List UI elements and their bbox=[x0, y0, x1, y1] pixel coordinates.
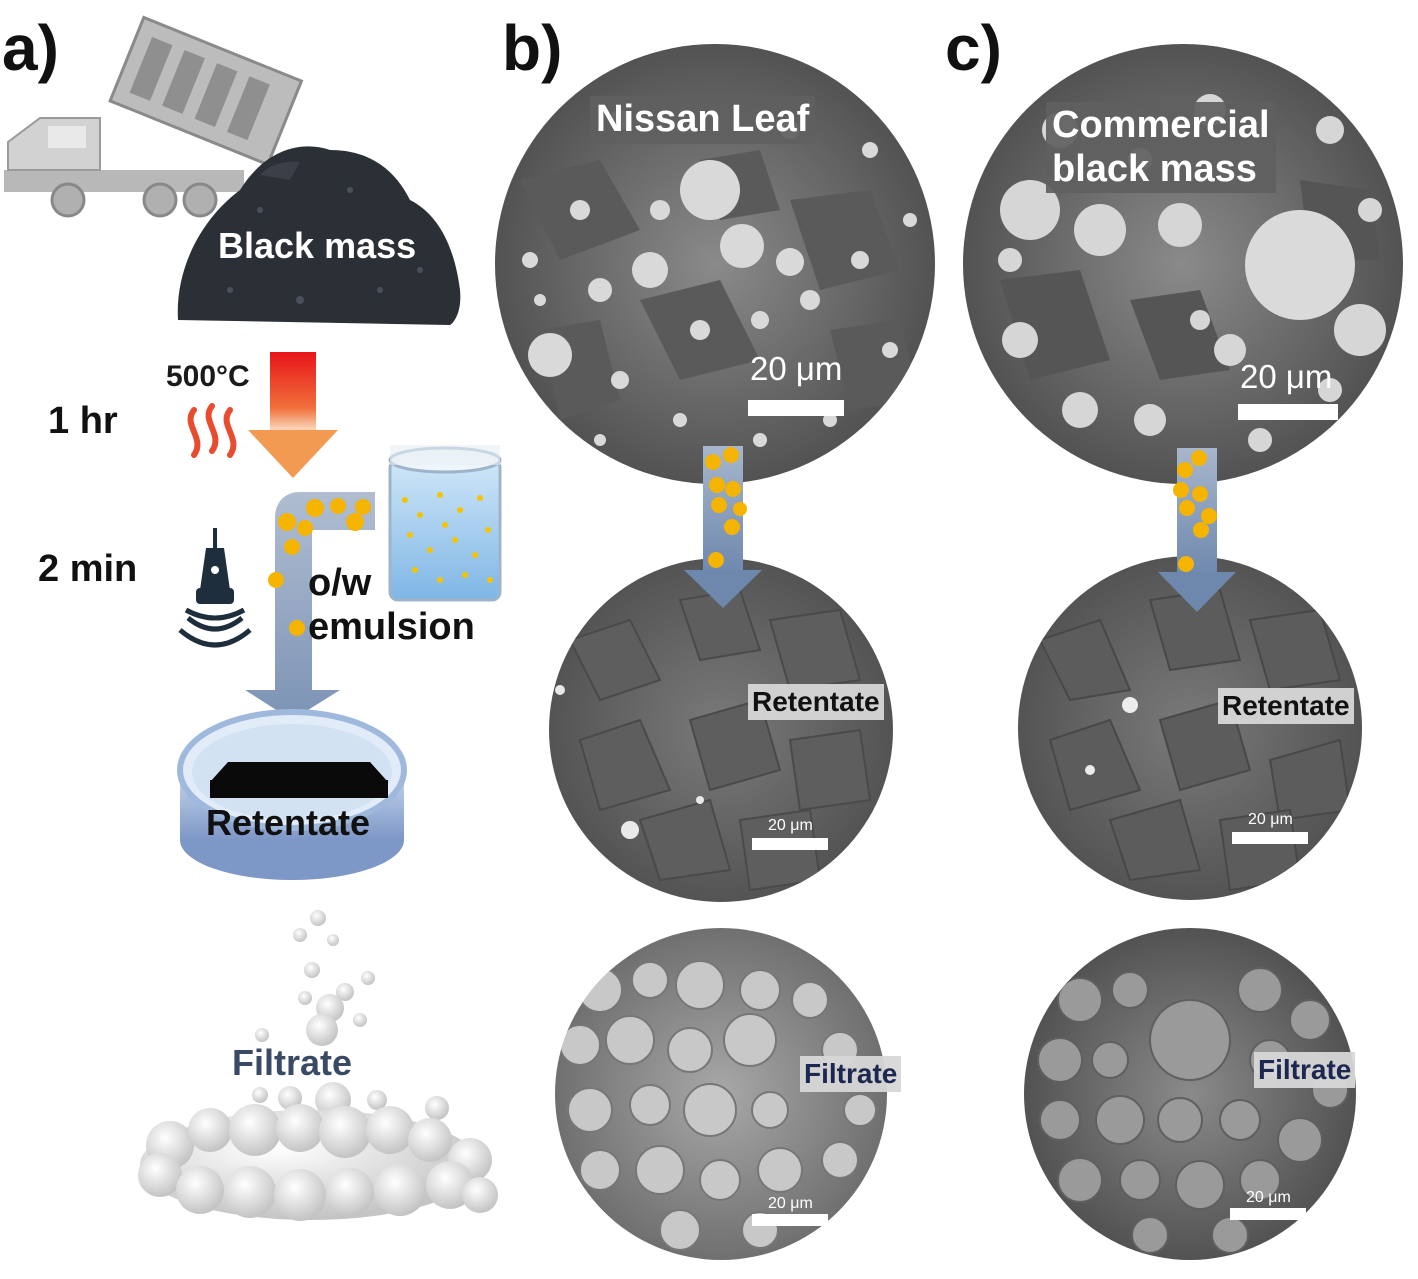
flow-arrow-c bbox=[1158, 448, 1236, 612]
dump-truck-icon bbox=[4, 15, 304, 218]
black-mass-pile bbox=[177, 146, 461, 325]
panel-label-b: b) bbox=[502, 12, 563, 84]
scalebar-c-mid bbox=[1232, 832, 1308, 844]
sem-title-commercial-line1: Commercial bbox=[1052, 104, 1270, 146]
emulsion-label-line1: o/w bbox=[308, 562, 372, 604]
panel-label-a: a) bbox=[2, 12, 59, 84]
temperature-label: 500°C bbox=[166, 360, 250, 393]
heating-arrow bbox=[248, 352, 338, 478]
sem-image-commercial-filtrate bbox=[1024, 928, 1356, 1260]
emulsion-droplets bbox=[268, 498, 371, 636]
panel-label-c: c) bbox=[945, 12, 1002, 84]
sem-title-commercial-black-mass: Commercial black mass bbox=[1046, 102, 1276, 194]
scalebar-b-mid bbox=[752, 838, 828, 850]
sem-image-commercial-retentate bbox=[1018, 556, 1362, 900]
heat-time-label: 1 hr bbox=[48, 400, 118, 442]
scalebar-label-b-top: 20 μm bbox=[750, 350, 843, 387]
sonication-time-label: 2 min bbox=[38, 548, 138, 590]
heat-waves-icon bbox=[187, 403, 237, 458]
sem-tag-retentate-c: Retentate bbox=[1218, 688, 1354, 724]
flow-pipe-arrow bbox=[245, 492, 375, 720]
scalebar-b-bottom bbox=[752, 1214, 828, 1226]
emulsion-label-line2: emulsion bbox=[308, 605, 475, 648]
scalebar-label-c-bottom: 20 μm bbox=[1246, 1189, 1291, 1206]
sem-tag-retentate-b: Retentate bbox=[748, 684, 884, 720]
flow-arrow-b bbox=[684, 446, 762, 608]
emulsion-label: o/w emulsion bbox=[308, 562, 475, 649]
sem-title-commercial-line2: black mass bbox=[1052, 147, 1257, 190]
sonicator-probe-icon bbox=[178, 528, 252, 648]
sieve-icon bbox=[177, 709, 407, 880]
scalebar-b-top bbox=[748, 400, 844, 416]
scalebar-label-b-mid: 20 μm bbox=[768, 817, 813, 834]
beaker-icon bbox=[388, 445, 502, 602]
black-mass-label: Black mass bbox=[218, 225, 417, 266]
sem-image-nissan-filtrate bbox=[555, 928, 887, 1260]
sem-tag-filtrate-b: Filtrate bbox=[800, 1056, 902, 1092]
scalebar-label-c-top: 20 μm bbox=[1240, 358, 1333, 395]
sem-image-nissan-leaf bbox=[495, 44, 935, 484]
scalebar-c-bottom bbox=[1230, 1208, 1306, 1220]
scalebar-label-b-bottom: 20 μm bbox=[768, 1195, 813, 1212]
scalebar-label-c-mid: 20 μm bbox=[1248, 811, 1293, 828]
filtrate-label-a: Filtrate bbox=[232, 1042, 353, 1083]
scalebar-c-top bbox=[1238, 404, 1338, 420]
sem-tag-filtrate-c: Filtrate bbox=[1254, 1052, 1356, 1088]
sem-image-nissan-retentate bbox=[549, 558, 893, 902]
filtrate-particles bbox=[138, 910, 498, 1221]
sem-title-nissan-leaf: Nissan Leaf bbox=[590, 96, 816, 144]
retentate-label-a: Retentate bbox=[206, 802, 371, 843]
